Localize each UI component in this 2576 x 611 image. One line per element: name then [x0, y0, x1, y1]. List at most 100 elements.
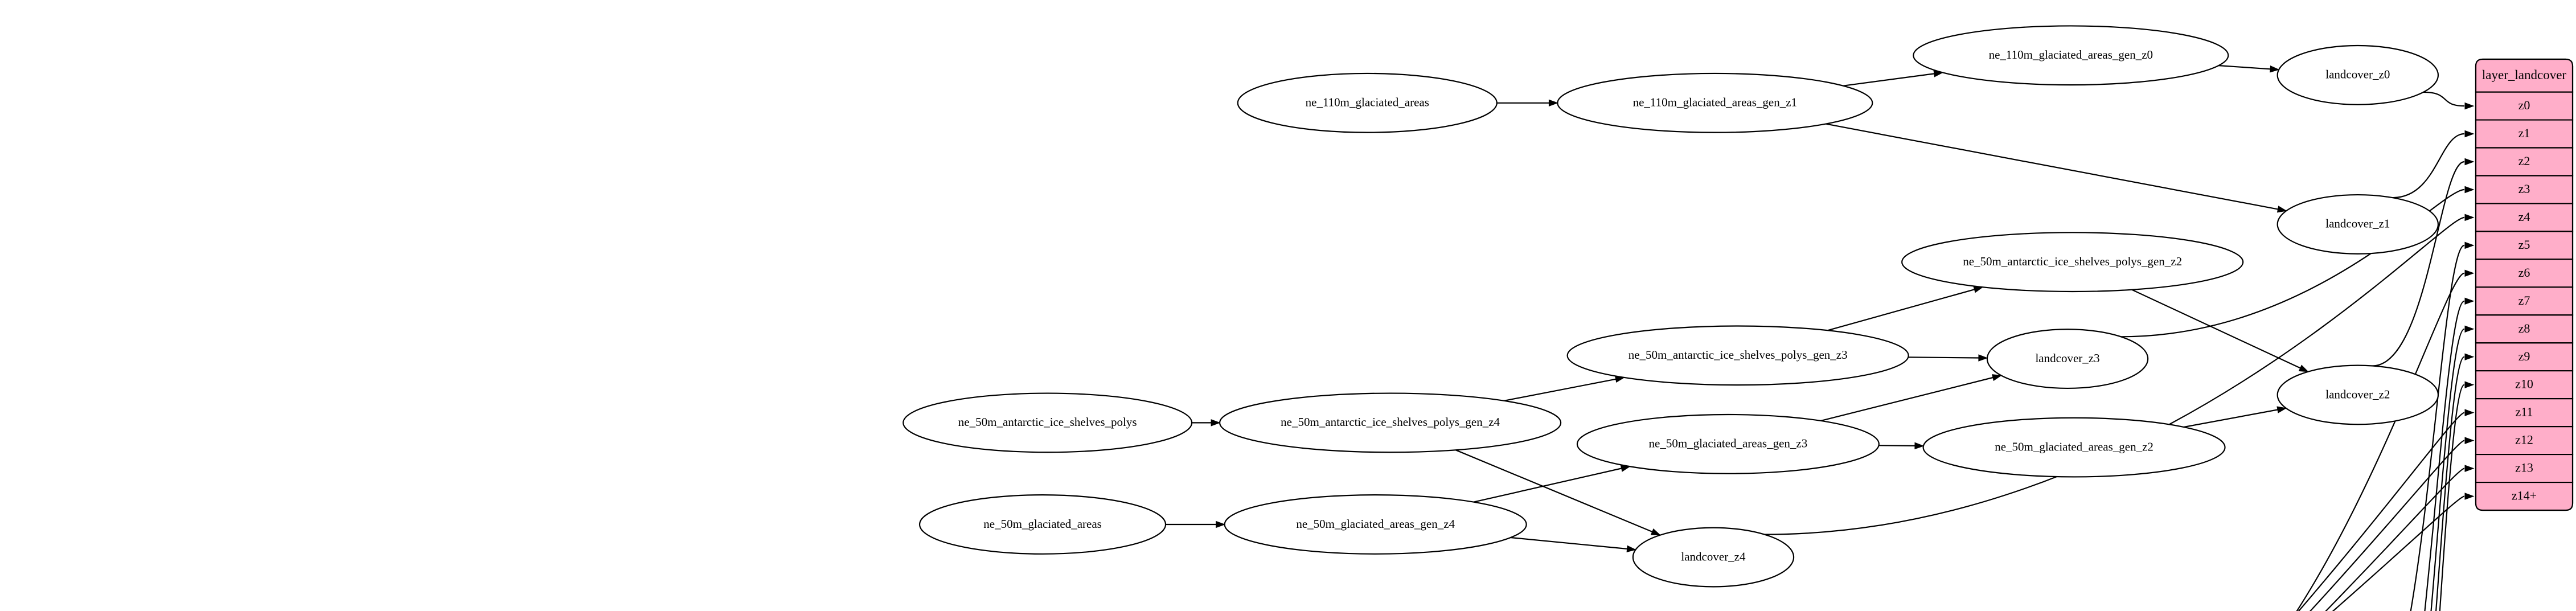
table-row-label: z12: [2515, 433, 2533, 447]
node-ellipse: [1237, 72, 1498, 133]
node-label: ne_50m_glaciated_areas_gen_z4: [1296, 517, 1455, 531]
edge: [1455, 449, 1661, 536]
edge: [2218, 65, 2280, 73]
graph-node-landcover_z2[interactable]: landcover_z2: [2276, 364, 2439, 425]
edge: [1510, 536, 1636, 552]
table-row-label: z5: [2518, 237, 2530, 252]
graph-node-ne_110m_glaciated_areas_gen_z0[interactable]: ne_110m_glaciated_areas_gen_z0: [1913, 25, 2229, 86]
table-row-label: z2: [2518, 154, 2530, 168]
graph-node-ne_50m_antarctic_ice_shelves_polys_gen_z3[interactable]: ne_50m_antarctic_ice_shelves_polys_gen_z…: [1566, 325, 1909, 386]
node-label: ne_50m_glaciated_areas: [983, 517, 1102, 531]
edge: [2325, 465, 2475, 611]
node-label: ne_50m_glaciated_areas_gen_z2: [1995, 440, 2153, 453]
edge: [2372, 158, 2475, 367]
graph-node-ne_50m_antarctic_ice_shelves_polys[interactable]: ne_50m_antarctic_ice_shelves_polys: [903, 392, 1193, 453]
graph-node-ne_50m_glaciated_areas_gen_z2[interactable]: ne_50m_glaciated_areas_gen_z2: [1922, 417, 2226, 478]
node-label: ne_50m_glaciated_areas_gen_z3: [1649, 437, 1808, 450]
node-label: ne_50m_antarctic_ice_shelves_polys_gen_z…: [1281, 415, 1500, 429]
node-ellipse: [1566, 325, 1909, 386]
edge: [1827, 286, 1984, 331]
edge: [2424, 297, 2475, 611]
node-ellipse: [2276, 44, 2439, 105]
edge: [2183, 406, 2287, 428]
table-row-label: z0: [2518, 98, 2530, 112]
table-row-cell-z14+[interactable]: [2475, 481, 2574, 511]
table-row-label: z10: [2515, 377, 2533, 391]
node-ellipse: [1922, 417, 2226, 478]
node-ellipse: [903, 392, 1193, 453]
node-ellipse: [2276, 364, 2439, 425]
graph-node-ne_50m_glaciated_areas[interactable]: ne_50m_glaciated_areas: [918, 494, 1167, 555]
graph-node-ne_50m_antarctic_ice_shelves_polys_gen_z2[interactable]: ne_50m_antarctic_ice_shelves_polys_gen_z…: [1901, 232, 2244, 293]
edge: [1764, 214, 2475, 535]
table-row-label: z13: [2515, 461, 2533, 475]
node-ellipse: [2276, 194, 2439, 255]
graph-node-landcover_z4[interactable]: landcover_z4: [1632, 527, 1795, 588]
graph-node-ne_50m_glaciated_areas_gen_z3[interactable]: ne_50m_glaciated_areas_gen_z3: [1576, 413, 1880, 474]
node-ellipse: [1901, 232, 2244, 293]
node-ellipse: [918, 494, 1167, 555]
node-ellipse: [1219, 392, 1562, 453]
edges-layer: [1166, 65, 2475, 611]
edge: [1166, 520, 1226, 528]
table-row-label: z8: [2518, 321, 2530, 335]
graph-node-landcover_z1[interactable]: landcover_z1: [2276, 194, 2439, 255]
node-ellipse: [1632, 527, 1795, 588]
edge: [2332, 493, 2475, 611]
edge: [2439, 381, 2475, 611]
edge: [1192, 419, 1221, 427]
edge: [1878, 442, 1925, 450]
edge: [1908, 354, 1988, 362]
graph-node-landcover_z3[interactable]: landcover_z3: [1986, 329, 2149, 389]
edge: [2120, 186, 2475, 338]
edge: [2298, 409, 2475, 611]
graph-node-landcover_z0[interactable]: landcover_z0: [2276, 44, 2439, 105]
edge: [2435, 353, 2475, 611]
edge: [2309, 437, 2475, 611]
node-label: landcover_z1: [2325, 217, 2390, 231]
table-header-label: layer_landcover: [2482, 68, 2566, 82]
edge: [2131, 289, 2309, 372]
node-label: ne_110m_glaciated_areas_gen_z1: [1633, 96, 1797, 109]
edge: [1820, 374, 2003, 421]
graph-node-ne_50m_antarctic_ice_shelves_polys_gen_z4[interactable]: ne_50m_antarctic_ice_shelves_polys_gen_z…: [1219, 392, 1562, 453]
edge: [1504, 375, 1625, 401]
edge: [1826, 123, 2287, 213]
table-row-label: z3: [2518, 182, 2530, 196]
graph-node-ne_110m_glaciated_areas_gen_z1[interactable]: ne_110m_glaciated_areas_gen_z1: [1557, 72, 1873, 133]
node-label: ne_110m_glaciated_areas: [1306, 96, 1429, 109]
table-row-label: z7: [2518, 293, 2530, 307]
table-header-cell: [2475, 58, 2574, 93]
node-label: landcover_z3: [2035, 351, 2099, 365]
edge: [1474, 465, 1631, 503]
table-row-label: z6: [2518, 265, 2530, 280]
edge: [1496, 99, 1558, 107]
table-row-label: z1: [2518, 126, 2530, 140]
node-ellipse: [1224, 494, 1527, 555]
graph-node-ne_110m_glaciated_areas[interactable]: ne_110m_glaciated_areas: [1237, 72, 1498, 133]
node-label: ne_50m_antarctic_ice_shelves_polys_gen_z…: [1963, 255, 2182, 268]
node-label: landcover_z2: [2325, 387, 2390, 401]
nodes-layer: imposm3osm_landcover_polygonsimplify_vw_…: [903, 25, 2439, 588]
edge: [2430, 325, 2475, 611]
node-ellipse: [1557, 72, 1873, 133]
node-ellipse: [1913, 25, 2229, 86]
table-row-label: z14+: [2512, 489, 2537, 503]
edge: [2423, 91, 2475, 110]
edge: [1843, 70, 1944, 87]
node-label: landcover_z0: [2325, 68, 2390, 81]
edge: [2392, 130, 2475, 199]
table-row-label: z4: [2518, 210, 2530, 224]
node-label: landcover_z4: [1681, 550, 1746, 563]
node-label: ne_50m_antarctic_ice_shelves_polys: [958, 415, 1137, 429]
edge: [2296, 269, 2475, 611]
node-ellipse: [1576, 413, 1880, 474]
layer-landcover-table: layer_landcover z0 z1 z2 z3 z4 z5 z6 z7 z8 z9 z10 z1…: [2475, 58, 2574, 511]
graph-node-ne_50m_glaciated_areas_gen_z4[interactable]: ne_50m_glaciated_areas_gen_z4: [1224, 494, 1527, 555]
node-label: ne_110m_glaciated_areas_gen_z0: [1989, 48, 2153, 61]
node-ellipse: [1986, 329, 2149, 389]
table-row-label: z9: [2518, 349, 2530, 363]
edge: [2410, 241, 2475, 611]
